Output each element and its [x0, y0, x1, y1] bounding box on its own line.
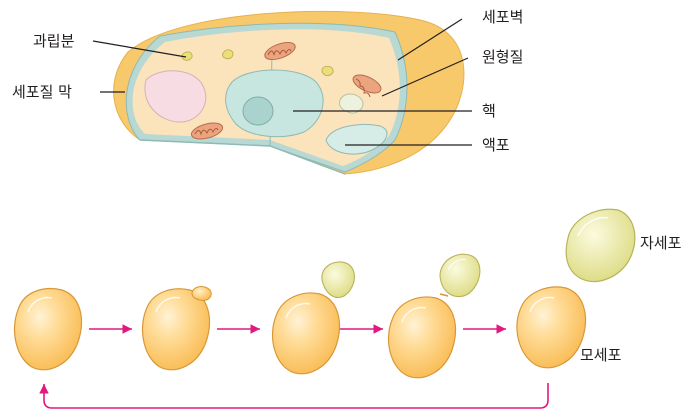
- daughter-cell-label: 자세포: [640, 234, 682, 252]
- nucleus-label: 핵: [482, 102, 496, 120]
- yeast-cell-cross-section: [114, 11, 464, 174]
- vacuole-label: 액포: [482, 136, 510, 154]
- mother-cell: [517, 287, 586, 368]
- daughter-cell: [566, 209, 635, 281]
- bud-stage-4: [440, 254, 480, 296]
- budding-sequence: [15, 209, 635, 408]
- protoplasm-label: 원형질: [482, 48, 523, 66]
- yeast-cell-stage-1: [15, 289, 82, 370]
- bud-stage-2: [192, 287, 211, 301]
- yeast-cell-stage-3: [273, 262, 355, 374]
- yeast-cell-stage-2: [143, 287, 212, 370]
- bud-stage-3: [322, 262, 355, 297]
- cell-wall-label: 세포벽: [482, 8, 523, 26]
- mother-cell-label: 모세포: [580, 346, 622, 364]
- nucleolus: [243, 97, 273, 125]
- cycle-return-arrow: [44, 383, 548, 408]
- cell-membrane-label: 세포질 막: [12, 83, 72, 101]
- granule-label: 과립분: [33, 32, 75, 50]
- granule: [322, 66, 333, 75]
- small-vacuole: [339, 94, 362, 113]
- nucleus: [226, 70, 324, 137]
- yeast-cell-stage-4: [389, 254, 480, 377]
